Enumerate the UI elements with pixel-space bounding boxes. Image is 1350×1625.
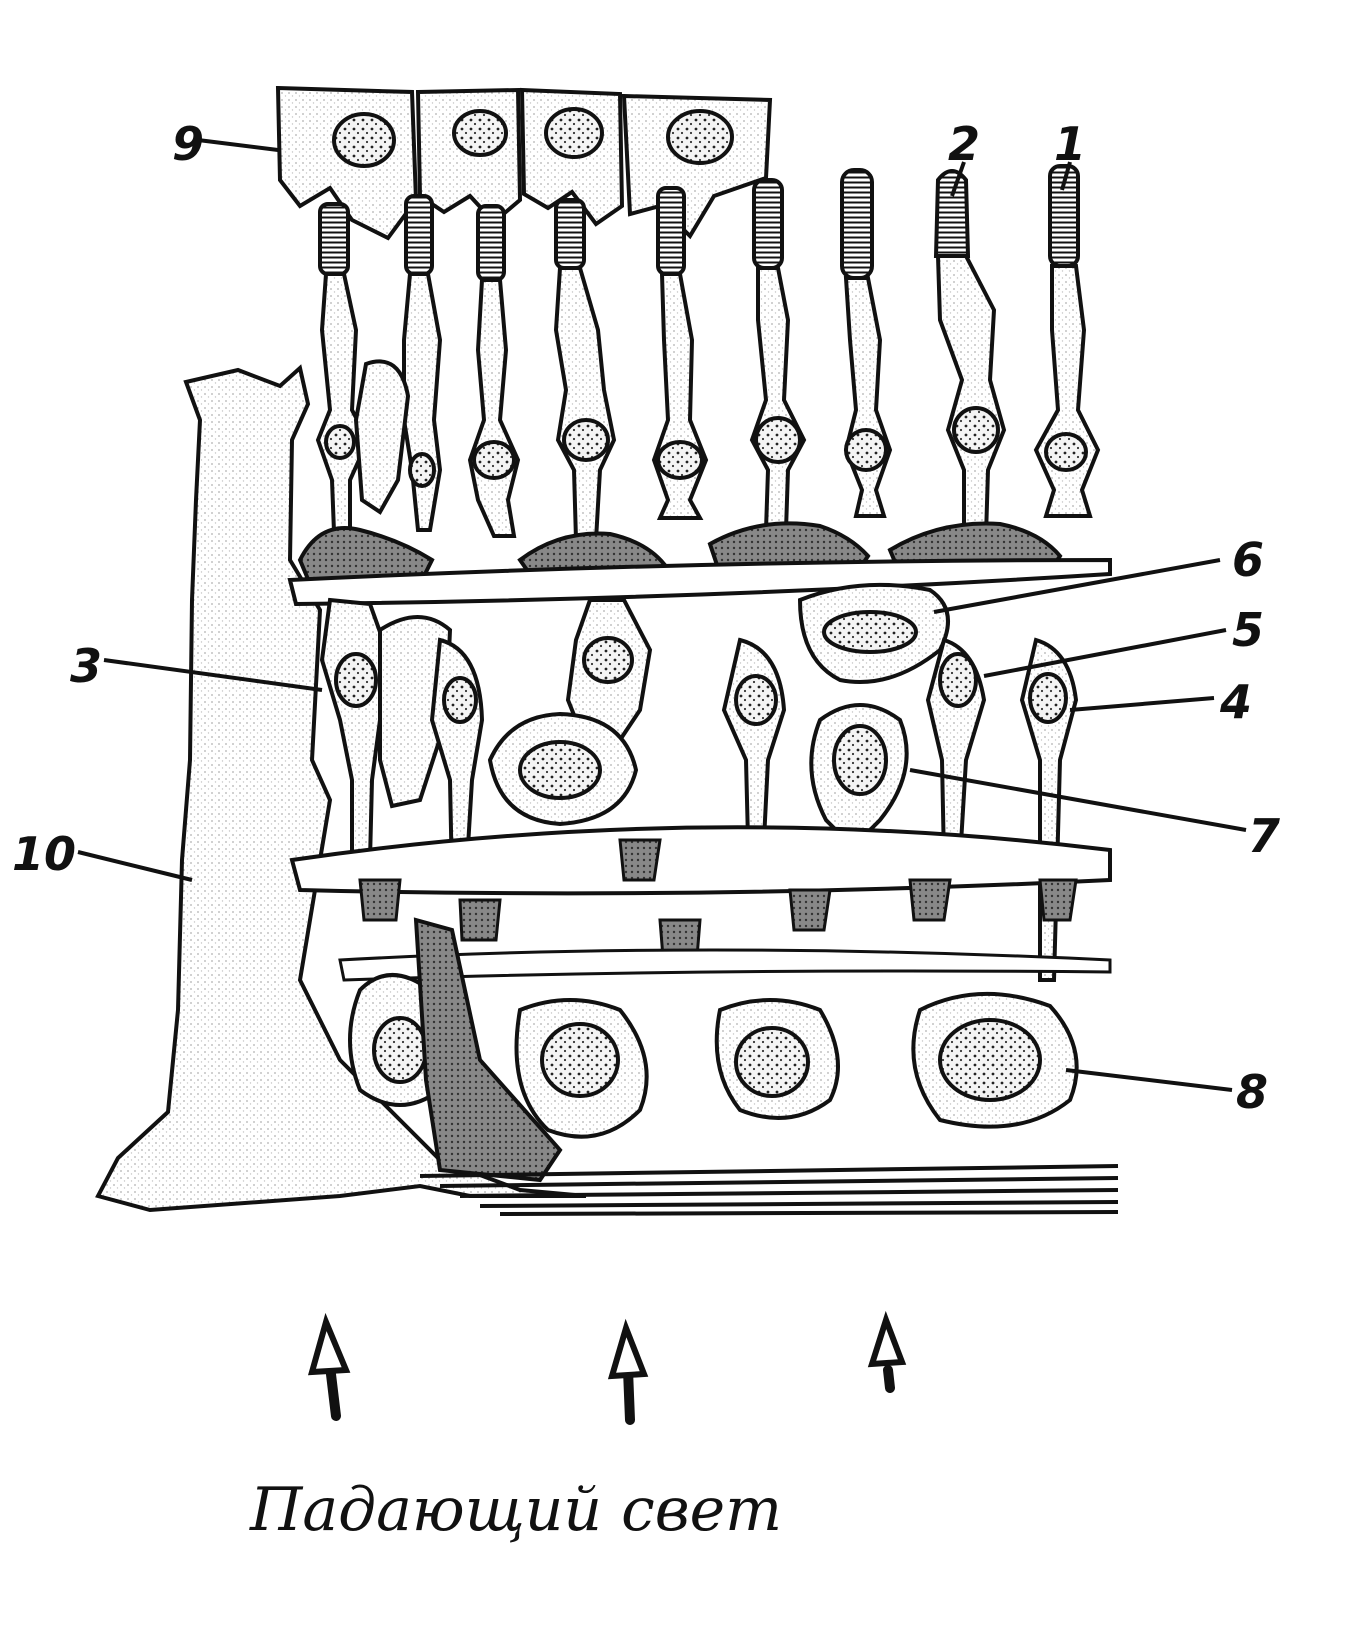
inner-plexiform-layer: [289, 825, 1112, 896]
nerve-fiber-layer: [419, 1164, 1119, 1216]
label-1: 1: [1054, 117, 1086, 171]
arrow-up-icon: [867, 1310, 907, 1393]
callout-labels: 9 2 1 3 6 5 4 7 8 10: [12, 117, 1280, 1119]
label-9: 9: [172, 117, 204, 171]
label-6: 6: [1232, 533, 1264, 587]
outer-plexiform-band: [287, 557, 1112, 607]
label-3: 3: [70, 639, 102, 693]
ganglion-cell-layer: [348, 917, 1079, 1183]
label-4: 4: [1219, 675, 1252, 729]
inner-plexiform-band-lower: [338, 948, 1112, 982]
caption-incident-light: Падающий свет: [249, 1475, 782, 1545]
photoreceptor-layer: [315, 164, 1101, 542]
label-8: 8: [1236, 1065, 1268, 1119]
leader-lines: [77, 138, 1247, 1092]
muller-cell: [95, 364, 587, 1213]
arrow-up-icon: [607, 1318, 649, 1425]
label-10: 10: [12, 827, 76, 881]
label-7: 7: [1248, 809, 1280, 863]
arrow-up-icon: [307, 1312, 351, 1421]
label-2: 2: [948, 117, 980, 171]
label-5: 5: [1232, 603, 1264, 657]
pigment-epithelium: [275, 85, 773, 241]
light-arrows: [307, 1310, 907, 1425]
inner-nuclear-layer: [319, 582, 1079, 982]
